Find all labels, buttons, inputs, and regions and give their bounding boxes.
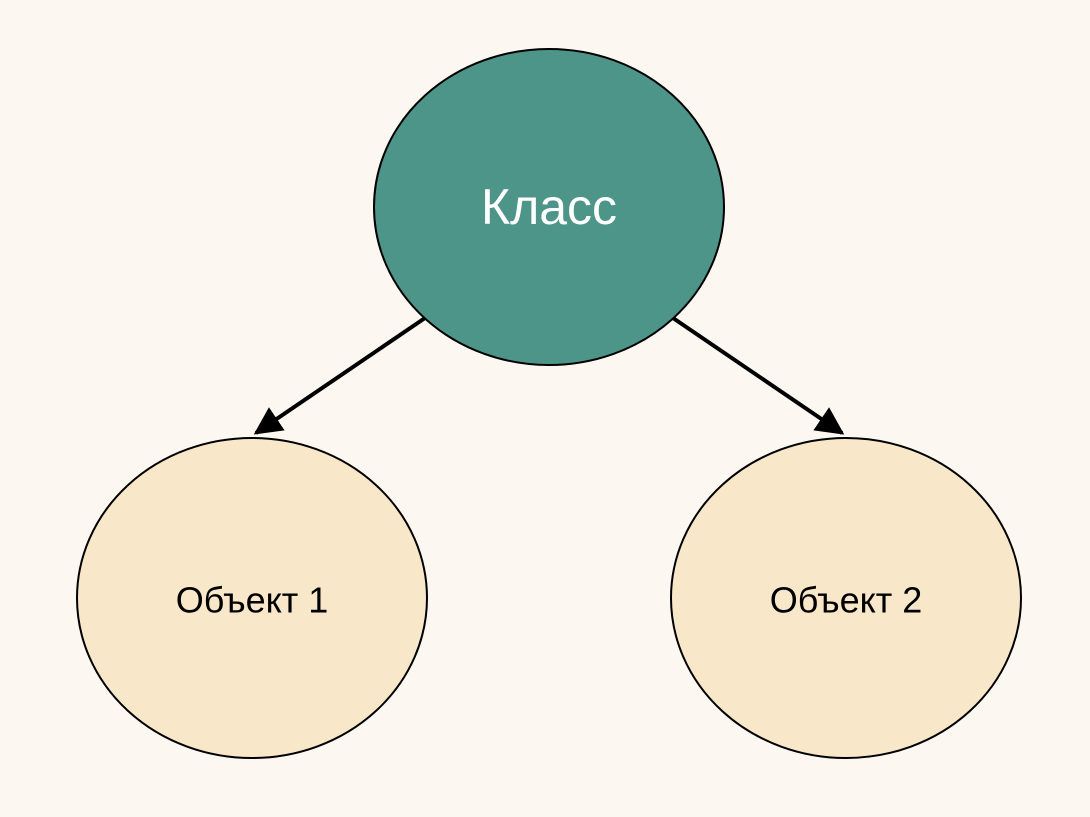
object1-node: Объект 1 (76, 437, 428, 759)
object2-node: Объект 2 (670, 437, 1022, 759)
class-node-shape (373, 48, 725, 366)
object2-node-label: Объект 2 (770, 580, 923, 621)
class-node-label: Класс (481, 179, 617, 235)
object1-node-shape (76, 437, 428, 759)
edge-class-to-object2 (671, 316, 845, 435)
object2-node-shape (670, 437, 1022, 759)
object1-node-label: Объект 1 (176, 580, 329, 621)
class-node: Класс (373, 48, 725, 366)
edge-class-to-object1 (253, 316, 427, 435)
